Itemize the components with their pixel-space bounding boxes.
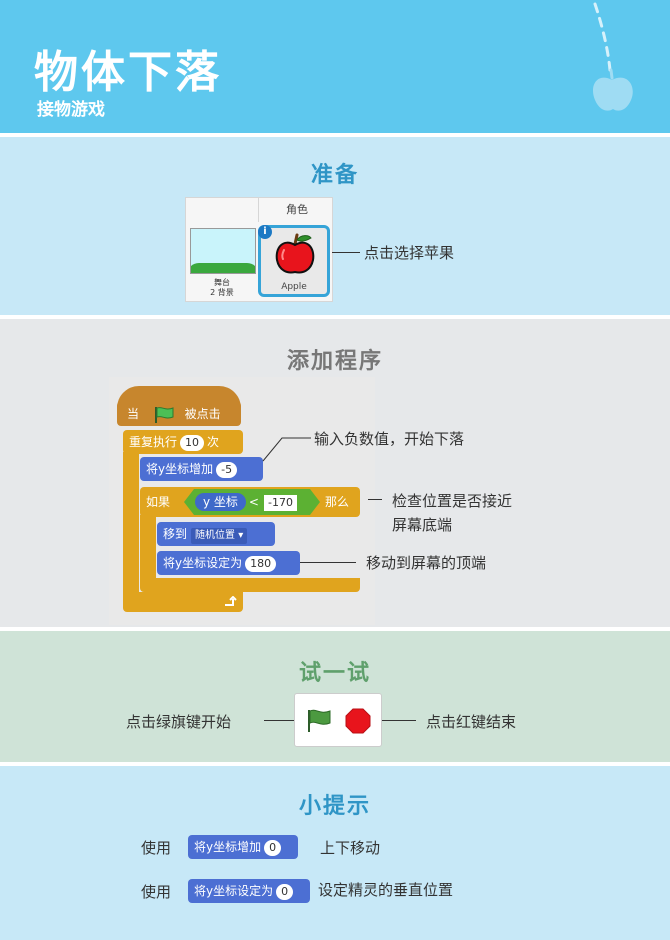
- try-left-note: 点击绿旗键开始: [126, 713, 232, 731]
- tip1-block-label: 将y坐标增加: [194, 840, 262, 854]
- page-subtitle: 接物游戏: [37, 100, 105, 120]
- note-check-line1: 检查位置是否接近: [392, 492, 513, 510]
- stage-thumbnail[interactable]: [190, 228, 256, 274]
- apple-sprite-tile[interactable]: i Apple: [258, 225, 330, 297]
- note-check-line2: 屏幕底端: [392, 516, 453, 534]
- green-flag-button[interactable]: [305, 708, 333, 734]
- change-y-input[interactable]: -5: [216, 462, 238, 478]
- when-label: 当: [127, 407, 140, 421]
- sprites-header: 角色: [258, 198, 335, 222]
- prep-note-line: [332, 252, 360, 253]
- y-position-reporter[interactable]: y 坐标: [195, 493, 246, 511]
- if-label: 如果: [146, 495, 171, 509]
- if-block-bottom: [140, 578, 360, 592]
- note-negative-value: 输入负数值，开始下落: [314, 430, 465, 448]
- compare-value-input[interactable]: -170: [264, 495, 297, 511]
- repeat-label: 重复执行: [129, 435, 178, 449]
- apple-icon: [275, 233, 315, 274]
- dropdown-arrow-icon: ▾: [238, 530, 244, 541]
- run-controls: [294, 693, 382, 747]
- less-than-symbol: <: [248, 495, 259, 509]
- sprite-name-label: Apple: [281, 282, 307, 292]
- note-move-top: 移动到屏幕的顶端: [366, 554, 487, 572]
- try-title: 试一试: [298, 661, 371, 686]
- try-right-note: 点击红键结束: [426, 713, 517, 731]
- tip2-block-label: 将y坐标设定为: [194, 884, 274, 898]
- goto-block[interactable]: 移到随机位置 ▾: [157, 522, 275, 546]
- tip2-use-label: 使用: [141, 883, 172, 901]
- prep-section: 准备: [0, 137, 670, 315]
- info-icon[interactable]: i: [258, 225, 272, 239]
- loop-arrow-icon: [225, 596, 237, 606]
- set-y-label: 将y坐标设定为: [163, 556, 243, 570]
- header-banner: 物体下落 接物游戏: [0, 0, 670, 133]
- tip1-block-input[interactable]: 0: [264, 840, 282, 856]
- tips-section: 小提示: [0, 766, 670, 940]
- set-y-input[interactable]: 180: [245, 556, 277, 572]
- stage-ground: [191, 263, 255, 273]
- prep-title: 准备: [310, 163, 359, 188]
- goto-dropdown[interactable]: 随机位置 ▾: [191, 528, 248, 544]
- green-flag-icon: [154, 406, 174, 423]
- goto-label: 移到: [163, 527, 188, 541]
- repeat-block-arm: [123, 452, 139, 594]
- try-right-line: [382, 720, 416, 721]
- clicked-label: 被点击: [184, 407, 221, 421]
- goto-option: 随机位置: [195, 530, 236, 541]
- when-flag-clicked-block[interactable]: 当 被点击: [117, 402, 241, 426]
- change-y-label: 将y坐标增加: [146, 462, 214, 476]
- page-title: 物体下落: [34, 47, 222, 98]
- falling-apple-icon: [592, 2, 633, 111]
- tip2-block-input[interactable]: 0: [276, 884, 294, 900]
- if-block-arm: [140, 515, 156, 581]
- sprite-panel: 角色 舞台 2 背景 i Apple: [185, 197, 333, 302]
- tip1-use-label: 使用: [141, 839, 172, 857]
- change-y-block[interactable]: 将y坐标增加-5: [140, 457, 263, 481]
- try-left-line: [264, 720, 294, 721]
- stop-button[interactable]: [345, 708, 371, 734]
- note-connector-negative: [262, 437, 311, 462]
- tip1-description: 上下移动: [320, 839, 381, 857]
- repeat-count-input[interactable]: 10: [180, 435, 205, 451]
- less-than-operator[interactable]: y 坐标< -170: [184, 489, 320, 515]
- stage-backdrop-count: 2 背景: [210, 288, 234, 297]
- program-title: 添加程序: [286, 349, 383, 374]
- tips-title: 小提示: [298, 794, 371, 819]
- stage-name: 舞台: [214, 278, 230, 287]
- note-line-move-top: [300, 562, 356, 563]
- note-line-check: [368, 499, 382, 500]
- then-label: 那么: [325, 495, 350, 509]
- tip2-description: 设定精灵的垂直位置: [318, 881, 454, 899]
- stage-label: 舞台 2 背景: [190, 278, 254, 298]
- repeat-unit-label: 次: [207, 435, 220, 449]
- prep-note: 点击选择苹果: [364, 244, 455, 262]
- repeat-block-bottom: [123, 592, 243, 612]
